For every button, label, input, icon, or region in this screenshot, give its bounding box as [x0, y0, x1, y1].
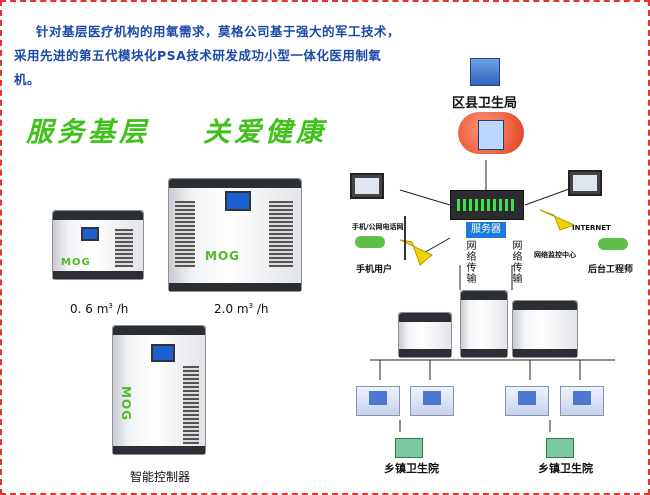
- township-hospital-icon: [546, 438, 574, 458]
- network-lines: [370, 160, 615, 432]
- engineer-label: 后台工程师: [588, 265, 634, 275]
- product-large-label: 2.0 m3 /h: [214, 302, 269, 316]
- mog-logo: MOG: [61, 257, 91, 268]
- signal-tower-icon: [404, 216, 406, 260]
- users-icon: [355, 236, 385, 248]
- computer-left-icon: [350, 173, 384, 199]
- township-hospital-label-1: 乡镇卫生院: [384, 462, 439, 475]
- engineers-icon: [598, 238, 628, 250]
- slogan-care: 关爱健康: [203, 117, 327, 148]
- slogan-serve: 服务基层: [26, 117, 150, 148]
- intro-paragraph: 针对基层医疗机构的用氧需求，莫格公司基于强大的军工技术，采用先进的第五代模块化P…: [14, 24, 401, 87]
- internet-label: INTERNET: [572, 224, 611, 232]
- county-bureau-label: 区县卫生局: [452, 96, 518, 111]
- network-machine-3: [512, 300, 578, 358]
- township-hospital-label-2: 乡镇卫生院: [538, 462, 593, 475]
- clinic-room-icon: [356, 386, 400, 416]
- screen-icon: [151, 344, 175, 362]
- mobile-network-label: 手机/公网电话网: [352, 223, 404, 231]
- clinic-room-icon: [410, 386, 454, 416]
- server-rack-icon: [450, 190, 524, 220]
- network-machine-2: [460, 290, 508, 358]
- product-small-oxygen-machine: MOG: [52, 210, 144, 280]
- product-controller-label: 智能控制器: [130, 470, 191, 484]
- screen-icon: [225, 191, 251, 211]
- product-small-label: 0. 6 m3 /h: [70, 302, 129, 316]
- server-label: 服务器: [466, 222, 506, 238]
- township-hospital-icon: [395, 438, 423, 458]
- product-large-oxygen-machine: MOG: [168, 178, 302, 292]
- network-transfer-left: 网络传输: [464, 240, 475, 284]
- computer-right-icon: [568, 170, 602, 196]
- clinic-room-icon: [505, 386, 549, 416]
- clinic-room-icon: [560, 386, 604, 416]
- screen-icon: [81, 227, 99, 241]
- product-smart-controller: MOG: [112, 325, 206, 455]
- remote-monitor-label: 网络监控中心: [534, 251, 576, 259]
- mog-logo: MOG: [119, 386, 133, 421]
- network-transfer-right: 网络传输: [510, 240, 521, 284]
- mog-logo: MOG: [205, 249, 240, 263]
- government-building-icon: [470, 58, 500, 86]
- mobile-user-label: 手机用户: [356, 265, 393, 275]
- database-icon: [478, 120, 504, 150]
- network-machine-1: [398, 312, 452, 358]
